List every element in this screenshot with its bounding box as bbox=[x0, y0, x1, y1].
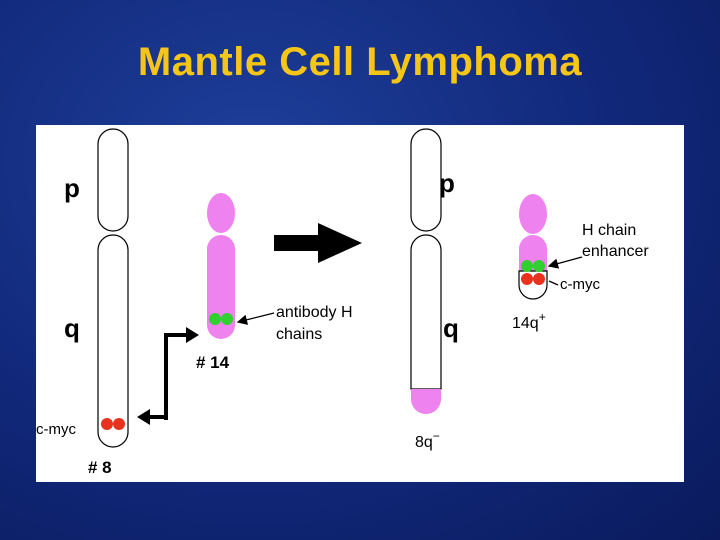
chr14-igh-green-dot bbox=[209, 313, 221, 325]
chr8-q-arm bbox=[97, 234, 129, 448]
der8-translocated-segment bbox=[411, 389, 441, 414]
der14-enhancer-pointer bbox=[547, 256, 583, 269]
slide-title: Mantle Cell Lymphoma bbox=[137, 40, 583, 84]
translocation-diagram: p q c-myc # 8 antibody H chains # 14 bbox=[36, 125, 684, 482]
der14-enhancer-label: H chain bbox=[582, 222, 636, 239]
chr14-name-label: # 14 bbox=[196, 353, 230, 372]
chromosome-14: antibody H chains # 14 bbox=[196, 193, 353, 372]
der14-myc-label: c-myc bbox=[560, 276, 600, 293]
der8-q-arm bbox=[410, 234, 442, 390]
der8-name-label: 8q− bbox=[415, 429, 440, 451]
exchange-arrows bbox=[137, 327, 199, 425]
der8-p-label: p bbox=[439, 168, 455, 198]
der8-q-label: q bbox=[443, 313, 459, 343]
der8-name: 8q bbox=[415, 434, 433, 451]
der14-igh-green-dot bbox=[533, 260, 545, 272]
chr14-p-arm bbox=[207, 193, 235, 233]
der14-igh-green-dot bbox=[521, 260, 533, 272]
chr8-myc-red-dot bbox=[113, 418, 125, 430]
chr8-p-label: p bbox=[64, 173, 80, 203]
der14-name-label: 14q+ bbox=[512, 310, 546, 332]
der8-superscript: − bbox=[433, 429, 440, 443]
decorative-dot bbox=[679, 427, 684, 432]
derivative-chromosome-14: H chain enhancer c-myc 14q+ bbox=[512, 194, 649, 332]
der14-superscript: + bbox=[539, 310, 546, 324]
der14-p-arm bbox=[519, 194, 547, 234]
der14-myc-red-dot bbox=[521, 273, 533, 285]
der14-myc-pointer bbox=[548, 280, 559, 286]
chr8-p-arm bbox=[97, 128, 129, 232]
exchange-arrow-to-14 bbox=[164, 333, 188, 420]
der14-name: 14q bbox=[512, 315, 539, 332]
chr8-myc-red-dot bbox=[101, 418, 113, 430]
chr14-q-arm bbox=[207, 235, 235, 339]
der8-p-arm bbox=[410, 128, 442, 232]
chromosome-8: p q c-myc # 8 bbox=[36, 128, 129, 477]
chr8-q-label: q bbox=[64, 313, 80, 343]
derivative-chromosome-8: p q 8q− bbox=[410, 128, 459, 451]
der14-enhancer-label: enhancer bbox=[582, 243, 649, 260]
chr8-myc-label: c-myc bbox=[36, 421, 76, 438]
chr14-igh-green-dot bbox=[221, 313, 233, 325]
chr14-igh-pointer bbox=[236, 312, 275, 325]
der14-myc-red-dot bbox=[533, 273, 545, 285]
chr8-name-label: # 8 bbox=[88, 458, 112, 477]
chr14-igh-label: antibody H bbox=[276, 304, 353, 321]
translocation-arrow bbox=[274, 223, 362, 263]
chr14-igh-label: chains bbox=[276, 326, 322, 343]
